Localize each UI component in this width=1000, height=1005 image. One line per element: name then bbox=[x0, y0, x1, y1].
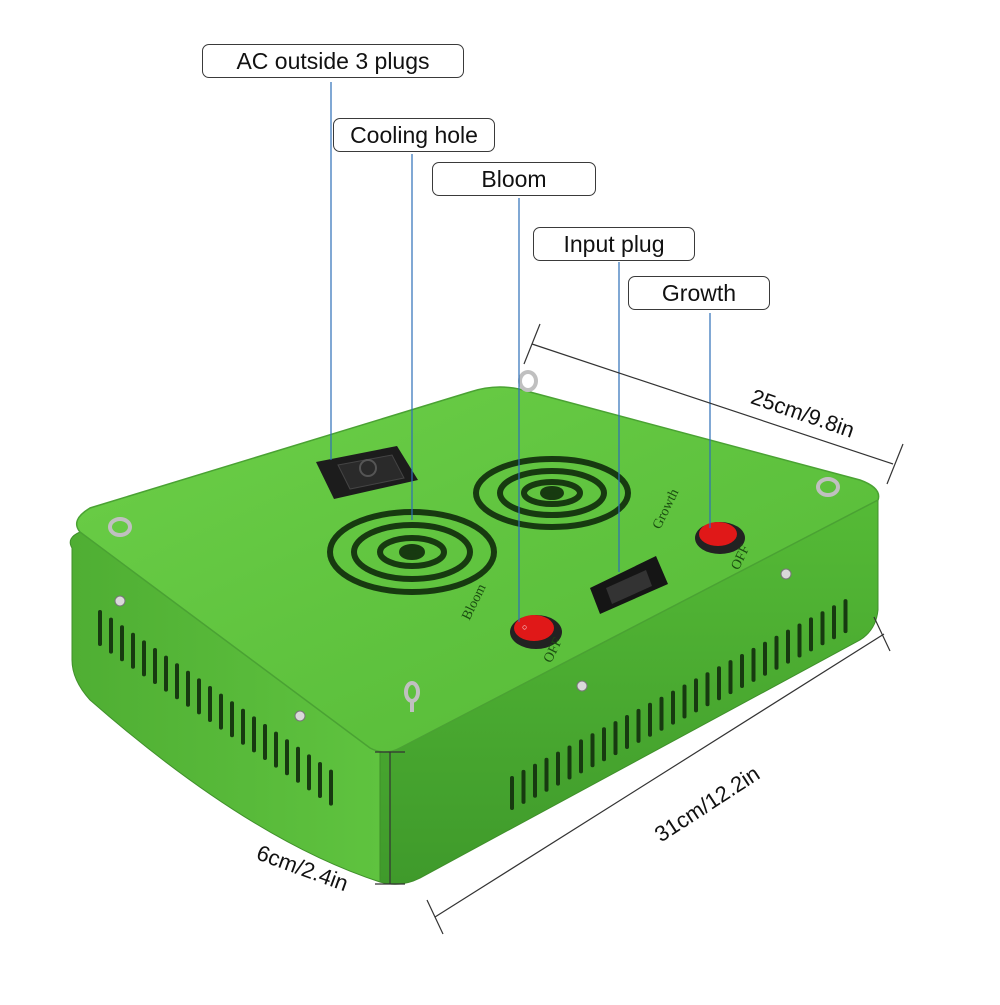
vent-slot bbox=[556, 751, 560, 786]
vent-slot bbox=[613, 721, 618, 756]
vent-slot bbox=[274, 731, 278, 768]
vent-slot bbox=[682, 684, 687, 719]
vent-slot bbox=[109, 617, 113, 654]
vent-slot bbox=[219, 693, 223, 730]
vent-slot bbox=[602, 727, 606, 762]
callout-cooling-hole: Cooling hole bbox=[333, 118, 495, 152]
growth-switch bbox=[695, 522, 745, 554]
vent-slot bbox=[263, 724, 267, 760]
vent-slot bbox=[98, 610, 102, 646]
vent-slot bbox=[659, 696, 664, 731]
vent-slot bbox=[579, 739, 583, 774]
vent-slot bbox=[786, 629, 790, 664]
vent-slot bbox=[318, 762, 322, 798]
vent-slot bbox=[843, 599, 848, 634]
eye-bolts bbox=[108, 370, 840, 712]
vent-slot bbox=[175, 663, 179, 700]
vent-slot bbox=[329, 769, 333, 806]
svg-text:○: ○ bbox=[522, 622, 527, 632]
input-plug-socket bbox=[590, 556, 668, 614]
vent-slot bbox=[164, 655, 168, 692]
callout-bloom: Bloom bbox=[432, 162, 596, 196]
vent-slot bbox=[694, 678, 698, 713]
vent-slot bbox=[809, 617, 813, 652]
vent-slot bbox=[197, 678, 201, 715]
vent-slot bbox=[544, 757, 549, 792]
vent-slot bbox=[285, 739, 289, 776]
cooling-fan-left bbox=[327, 509, 497, 595]
vent-slot bbox=[252, 716, 256, 753]
vent-slot bbox=[567, 745, 572, 780]
vent-slot bbox=[153, 648, 157, 684]
vent-slot bbox=[533, 763, 537, 798]
vent-slot bbox=[120, 625, 124, 662]
vent-slot bbox=[820, 611, 825, 646]
vent-slot bbox=[521, 769, 526, 804]
vent-slot bbox=[648, 702, 652, 737]
vent-slot bbox=[832, 605, 836, 640]
vent-slot bbox=[208, 686, 212, 722]
vent-slot bbox=[241, 708, 245, 745]
vent-slot bbox=[510, 776, 514, 810]
vent-slot bbox=[131, 632, 135, 669]
vent-slot bbox=[307, 754, 311, 791]
vent-slot bbox=[142, 640, 146, 677]
vent-slot bbox=[728, 660, 733, 695]
bloom-switch: ○ bbox=[510, 615, 562, 649]
vent-slot bbox=[230, 701, 234, 738]
vent-slot bbox=[636, 708, 641, 743]
callout-ac-outside-3-plugs: AC outside 3 plugs bbox=[202, 44, 464, 78]
pointer-lines bbox=[330, 82, 711, 622]
ac-outlet bbox=[316, 446, 418, 499]
callout-growth: Growth bbox=[628, 276, 770, 310]
vent-slot bbox=[717, 666, 721, 701]
dimension-lines bbox=[375, 323, 904, 935]
cooling-fan-right bbox=[473, 456, 631, 530]
vent-slot bbox=[590, 733, 595, 768]
vent-slot bbox=[774, 635, 779, 670]
vent-slot bbox=[671, 690, 675, 725]
callout-input-plug: Input plug bbox=[533, 227, 695, 261]
vent-slot bbox=[625, 715, 629, 749]
vent-slot bbox=[705, 672, 710, 707]
vent-slot bbox=[797, 623, 802, 658]
vent-slot bbox=[763, 641, 767, 676]
vent-slot bbox=[296, 746, 300, 783]
screws bbox=[114, 568, 792, 722]
vent-slot bbox=[740, 654, 744, 688]
vent-slot bbox=[751, 647, 756, 682]
vent-slot bbox=[186, 670, 190, 707]
left-side-panel bbox=[69, 531, 381, 883]
left-side-vents bbox=[98, 610, 333, 806]
front-side-vents bbox=[510, 599, 848, 810]
